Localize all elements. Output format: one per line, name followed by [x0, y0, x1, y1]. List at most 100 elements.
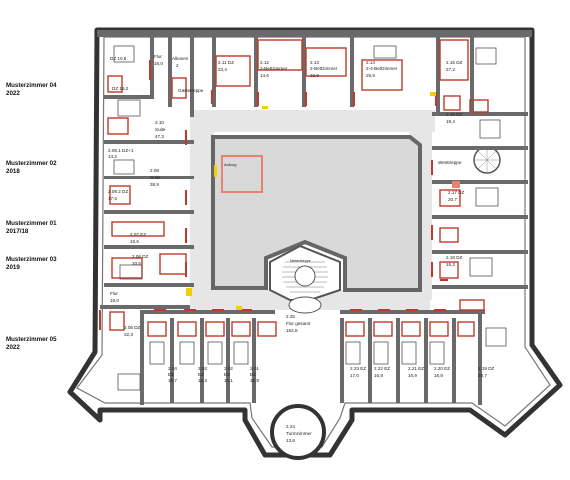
label-2-08-1-code: 2.08.1 DZ+1 [108, 148, 134, 153]
label-2-08-code: 2.08 [150, 168, 159, 173]
aufzug-box [221, 155, 263, 193]
legend-year: 2017/18 [6, 227, 29, 235]
label-2-14-area: 25,9 [366, 73, 375, 78]
label-2-07-code: 2.07 EZ [130, 232, 146, 237]
label-2-14-name: 2-4-Bettzimmer [366, 66, 398, 71]
label-flur-left-area: 18,0 [110, 298, 119, 303]
room-labels: DZ 10,6 Flur 16,0 Alkoven 2 DZ 16,2 2.10… [108, 54, 495, 443]
label-2-18-area: 15,2 [446, 262, 455, 267]
legend-musterzimmer-03: Musterzimmer 03 2019 [6, 256, 57, 271]
label-2-08-2-code: 2.08.2 DZ [108, 189, 128, 194]
label-2-05-area: 32,3 [124, 332, 133, 337]
bed-symbols [113, 45, 507, 391]
outer-wall-inner [76, 36, 551, 448]
label-2-12-name: 2-Bettzimmer [260, 66, 288, 71]
label-2-15-code: 2.15 DZ [446, 60, 463, 65]
tower-wall [270, 404, 326, 460]
label-flur: Flur [154, 54, 162, 59]
legend-title: Musterzimmer 03 [6, 256, 57, 263]
furniture-outlines [107, 39, 489, 337]
label-2-10-code: 2.10 [155, 120, 164, 125]
legend-musterzimmer-02: Musterzimmer 02 2018 [6, 160, 57, 175]
label-alkoven-num: 2 [176, 63, 179, 68]
label-2-04-type: EZ [168, 372, 174, 377]
label-2-21-code: 2.21 EZ [408, 366, 424, 371]
label-2-25-name: Flur gesamt [286, 321, 311, 326]
stair-well [294, 265, 316, 287]
label-2-17-area: 20,7 [448, 197, 457, 202]
label-2-08-2-area: 17,6 [108, 196, 117, 201]
legend-title: Musterzimmer 02 [6, 160, 57, 167]
label-2-22-code: 2.22 EZ [374, 366, 390, 371]
label-2-06-code: 2.06 DZ [132, 254, 149, 259]
label-2-08-area: 38,9 [150, 182, 159, 187]
legend-title: Musterzimmer 01 [6, 220, 57, 227]
label-flur-left: Flur [110, 291, 118, 296]
label-2-12-area: 14,6 [260, 73, 269, 78]
label-2-08-name: Suite [150, 175, 161, 180]
label-2-23-area: 17,0 [350, 373, 359, 378]
label-2-10-area: 47,3 [155, 134, 164, 139]
label-2-20-code: 2.20 EZ [434, 366, 450, 371]
label-2-24-area: 13,6 [286, 438, 295, 443]
stair-landing [288, 296, 322, 314]
label-2-06-area: 20,5 [132, 261, 141, 266]
label-2-23-code: 2.23 EZ [350, 366, 366, 371]
label-2-20-area: 16,8 [434, 373, 443, 378]
corridor-north [190, 110, 435, 132]
legend-musterzimmer-05: Musterzimmer 05 2022 [6, 336, 57, 351]
legend-title: Musterzimmer 04 [6, 82, 57, 89]
label-2-11-code: 2.11 DZ [218, 60, 234, 65]
label-2-16-code: 2.16 DZ [446, 112, 463, 117]
label-dz-16-2: DZ 16,2 [112, 86, 129, 91]
label-2-05-code: 2.05 DZ [124, 325, 141, 330]
label-2-13-name: 2-Bettzimmer [310, 66, 338, 71]
label-westtreppe: Westtreppe [438, 160, 462, 165]
label-2-01-type: EZ [250, 372, 256, 377]
westtreppe-marker [452, 181, 460, 188]
label-2-03-area: 16,3 [198, 378, 207, 383]
label-2-03-code: 2.03 [198, 366, 207, 371]
label-flur-area: 16,0 [154, 61, 163, 66]
label-gaestetreppe: Gästetreppe [178, 88, 204, 93]
label-2-13-area: 22,6 [310, 73, 319, 78]
label-2-24-code: 2.24 [286, 424, 295, 429]
legend-title: Musterzimmer 05 [6, 336, 57, 343]
label-2-12-code: 2.12 [260, 60, 269, 65]
label-2-21-area: 16,9 [408, 373, 417, 378]
label-2-11-area: 23,4 [218, 67, 227, 72]
label-2-04-area: 16,7 [168, 378, 177, 383]
label-2-01-area: 16,8 [250, 378, 259, 383]
label-dz-10-6: DZ 10,6 [110, 56, 127, 61]
label-2-17-code: 2.17 DZ [448, 190, 465, 195]
label-2-25-area: 162,8 [286, 328, 298, 333]
label-2-13-code: 2.13 [310, 60, 319, 65]
label-nebentreppe: Nebentreppe [290, 259, 311, 263]
label-2-19-area: 30,7 [478, 373, 487, 378]
label-2-22-area: 16,8 [374, 373, 383, 378]
label-2-19-code: 2.19 DZ [478, 366, 495, 371]
door-accents [99, 60, 448, 330]
courtyard [211, 135, 422, 292]
label-2-15-area: 27,2 [446, 67, 455, 72]
label-2-04-code: 2.04 [168, 366, 177, 371]
westtreppe-treads [474, 147, 500, 173]
legend-year: 2022 [6, 343, 20, 351]
interior-walls [97, 30, 532, 405]
label-2-10-name: Suite [155, 127, 166, 132]
label-alkoven: Alkoven [172, 56, 189, 61]
legend-musterzimmer-04: Musterzimmer 04 2022 [6, 82, 57, 97]
label-2-25-code: 2.25 [286, 314, 295, 319]
legend-year: 2019 [6, 263, 20, 271]
label-2-02-type: EZ [224, 372, 230, 377]
label-2-18-code: 2.18 DZ [446, 255, 463, 260]
label-2-01-code: 2.01 [250, 366, 259, 371]
label-2-16-area: 19,4 [446, 119, 455, 124]
label-2-02-area: 15,1 [224, 378, 233, 383]
label-2-14-code: 2.14 [366, 60, 375, 65]
label-2-07-area: 15,6 [130, 239, 139, 244]
yellow-door-marks [186, 92, 436, 310]
label-2-03-type: EZ [198, 372, 204, 377]
